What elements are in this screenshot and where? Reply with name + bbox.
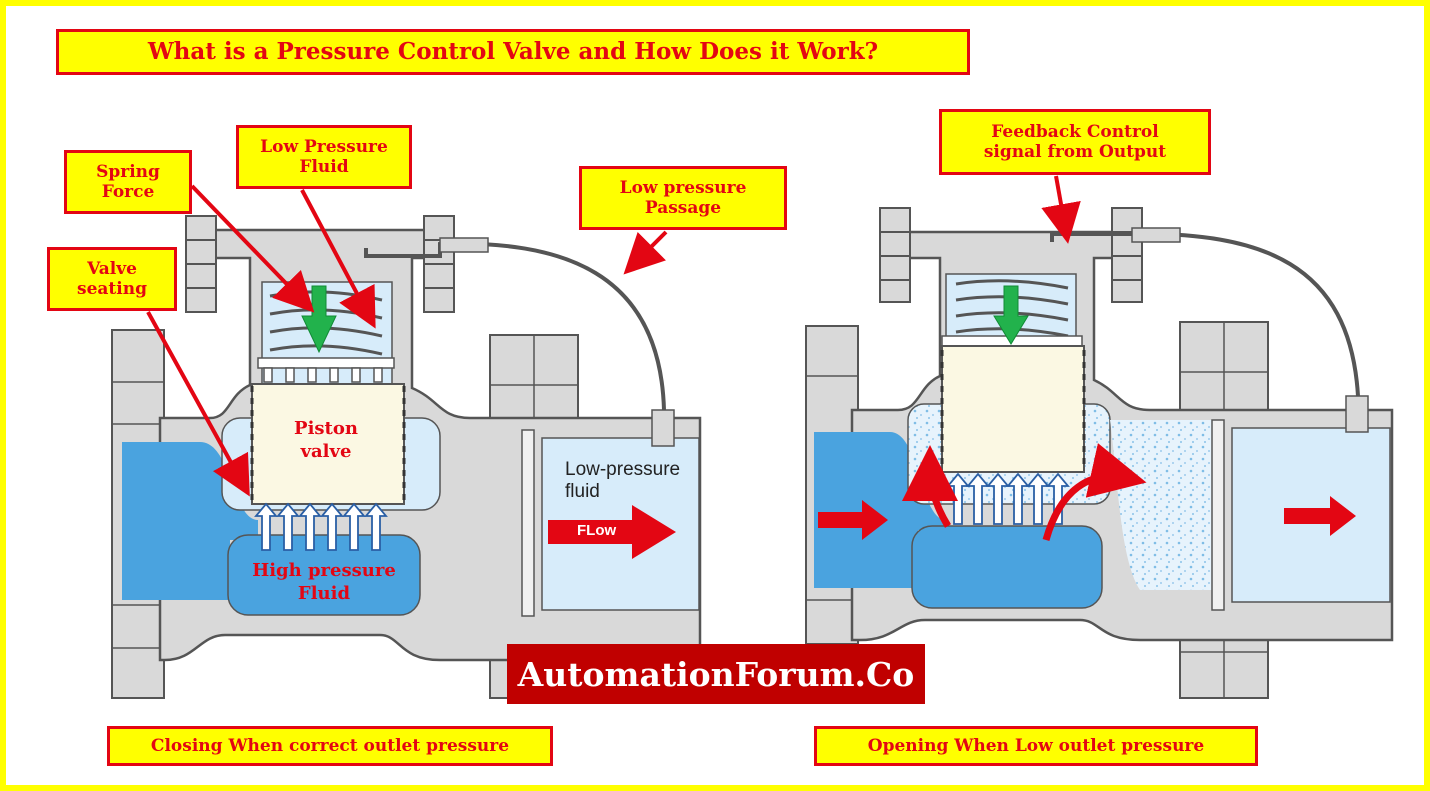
left-piston — [251, 383, 405, 505]
valve-seating-line-2: seating — [77, 279, 147, 299]
spring-force-line-2: Force — [101, 182, 155, 202]
low-pressure-fluid-line-1: Low Pressure — [260, 136, 388, 157]
feedback-control-line-2: signal from Output — [983, 142, 1167, 162]
right-valve — [805, 207, 1394, 699]
right-curve-arrow-right — [1042, 443, 1147, 541]
left-spring-seat — [257, 357, 395, 383]
high-pressure-fluid-text: High pressure Fluid — [228, 560, 420, 605]
left-bolts — [185, 215, 455, 313]
low-pressure-passage-line-2: Passage — [644, 198, 722, 218]
brand-watermark: AutomationForum.Co — [507, 644, 925, 704]
piston-valve-text: Piston valve — [258, 418, 394, 463]
title-text: What is a Pressure Control Valve and How… — [147, 38, 879, 66]
left-flow-arrow — [548, 505, 676, 559]
spring-force-line-1: Spring — [96, 161, 160, 182]
feedback-control-label: Feedback Control signal from Output — [939, 109, 1211, 175]
right-spring-force-arrow — [993, 285, 1029, 345]
spring-force-label: Spring Force — [64, 150, 192, 214]
left-lower-chamber — [227, 534, 421, 616]
low-pressure-passage-label: Low pressure Passage — [579, 166, 787, 230]
right-caption: Opening When Low outlet pressure — [814, 726, 1258, 766]
right-curve-arrow-left — [902, 445, 959, 528]
right-inlet-arrow — [818, 500, 888, 540]
valve-seating-line-1: Valve — [87, 258, 137, 279]
piston-valve-line-2: valve — [300, 440, 352, 462]
flow-text: FLow — [577, 522, 617, 539]
left-pointers — [146, 184, 668, 497]
right-pointers — [1041, 175, 1081, 244]
page-title: What is a Pressure Control Valve and How… — [56, 29, 970, 75]
left-valve — [111, 215, 702, 699]
left-caption-text: Closing When correct outlet pressure — [150, 735, 510, 756]
piston-valve-line-1: Piston — [294, 418, 358, 439]
low-pressure-fluid-line-2: Fluid — [299, 157, 349, 177]
low-pressure-diagram-line-1: Low-pressure — [565, 459, 681, 480]
feedback-control-line-1: Feedback Control — [991, 121, 1159, 142]
right-outlet-arrow — [1284, 496, 1356, 536]
low-pressure-passage-line-1: Low pressure — [619, 177, 747, 198]
left-pressure-arrows — [254, 502, 388, 551]
right-piston — [941, 345, 1085, 473]
left-caption: Closing When correct outlet pressure — [107, 726, 553, 766]
right-caption-text: Opening When Low outlet pressure — [867, 735, 1205, 756]
valve-seating-label: Valve seating — [47, 247, 177, 311]
low-pressure-fluid-diagram-text: Low-pressure fluid — [565, 459, 680, 503]
low-pressure-fluid-label: Low Pressure Fluid — [236, 125, 412, 189]
right-lower-chamber — [911, 525, 1103, 609]
left-spring-force-arrow — [301, 285, 337, 354]
high-pressure-fluid-line-1: High pressure — [252, 560, 396, 581]
high-pressure-fluid-line-2: Fluid — [297, 582, 351, 604]
low-pressure-diagram-line-2: fluid — [565, 480, 600, 502]
